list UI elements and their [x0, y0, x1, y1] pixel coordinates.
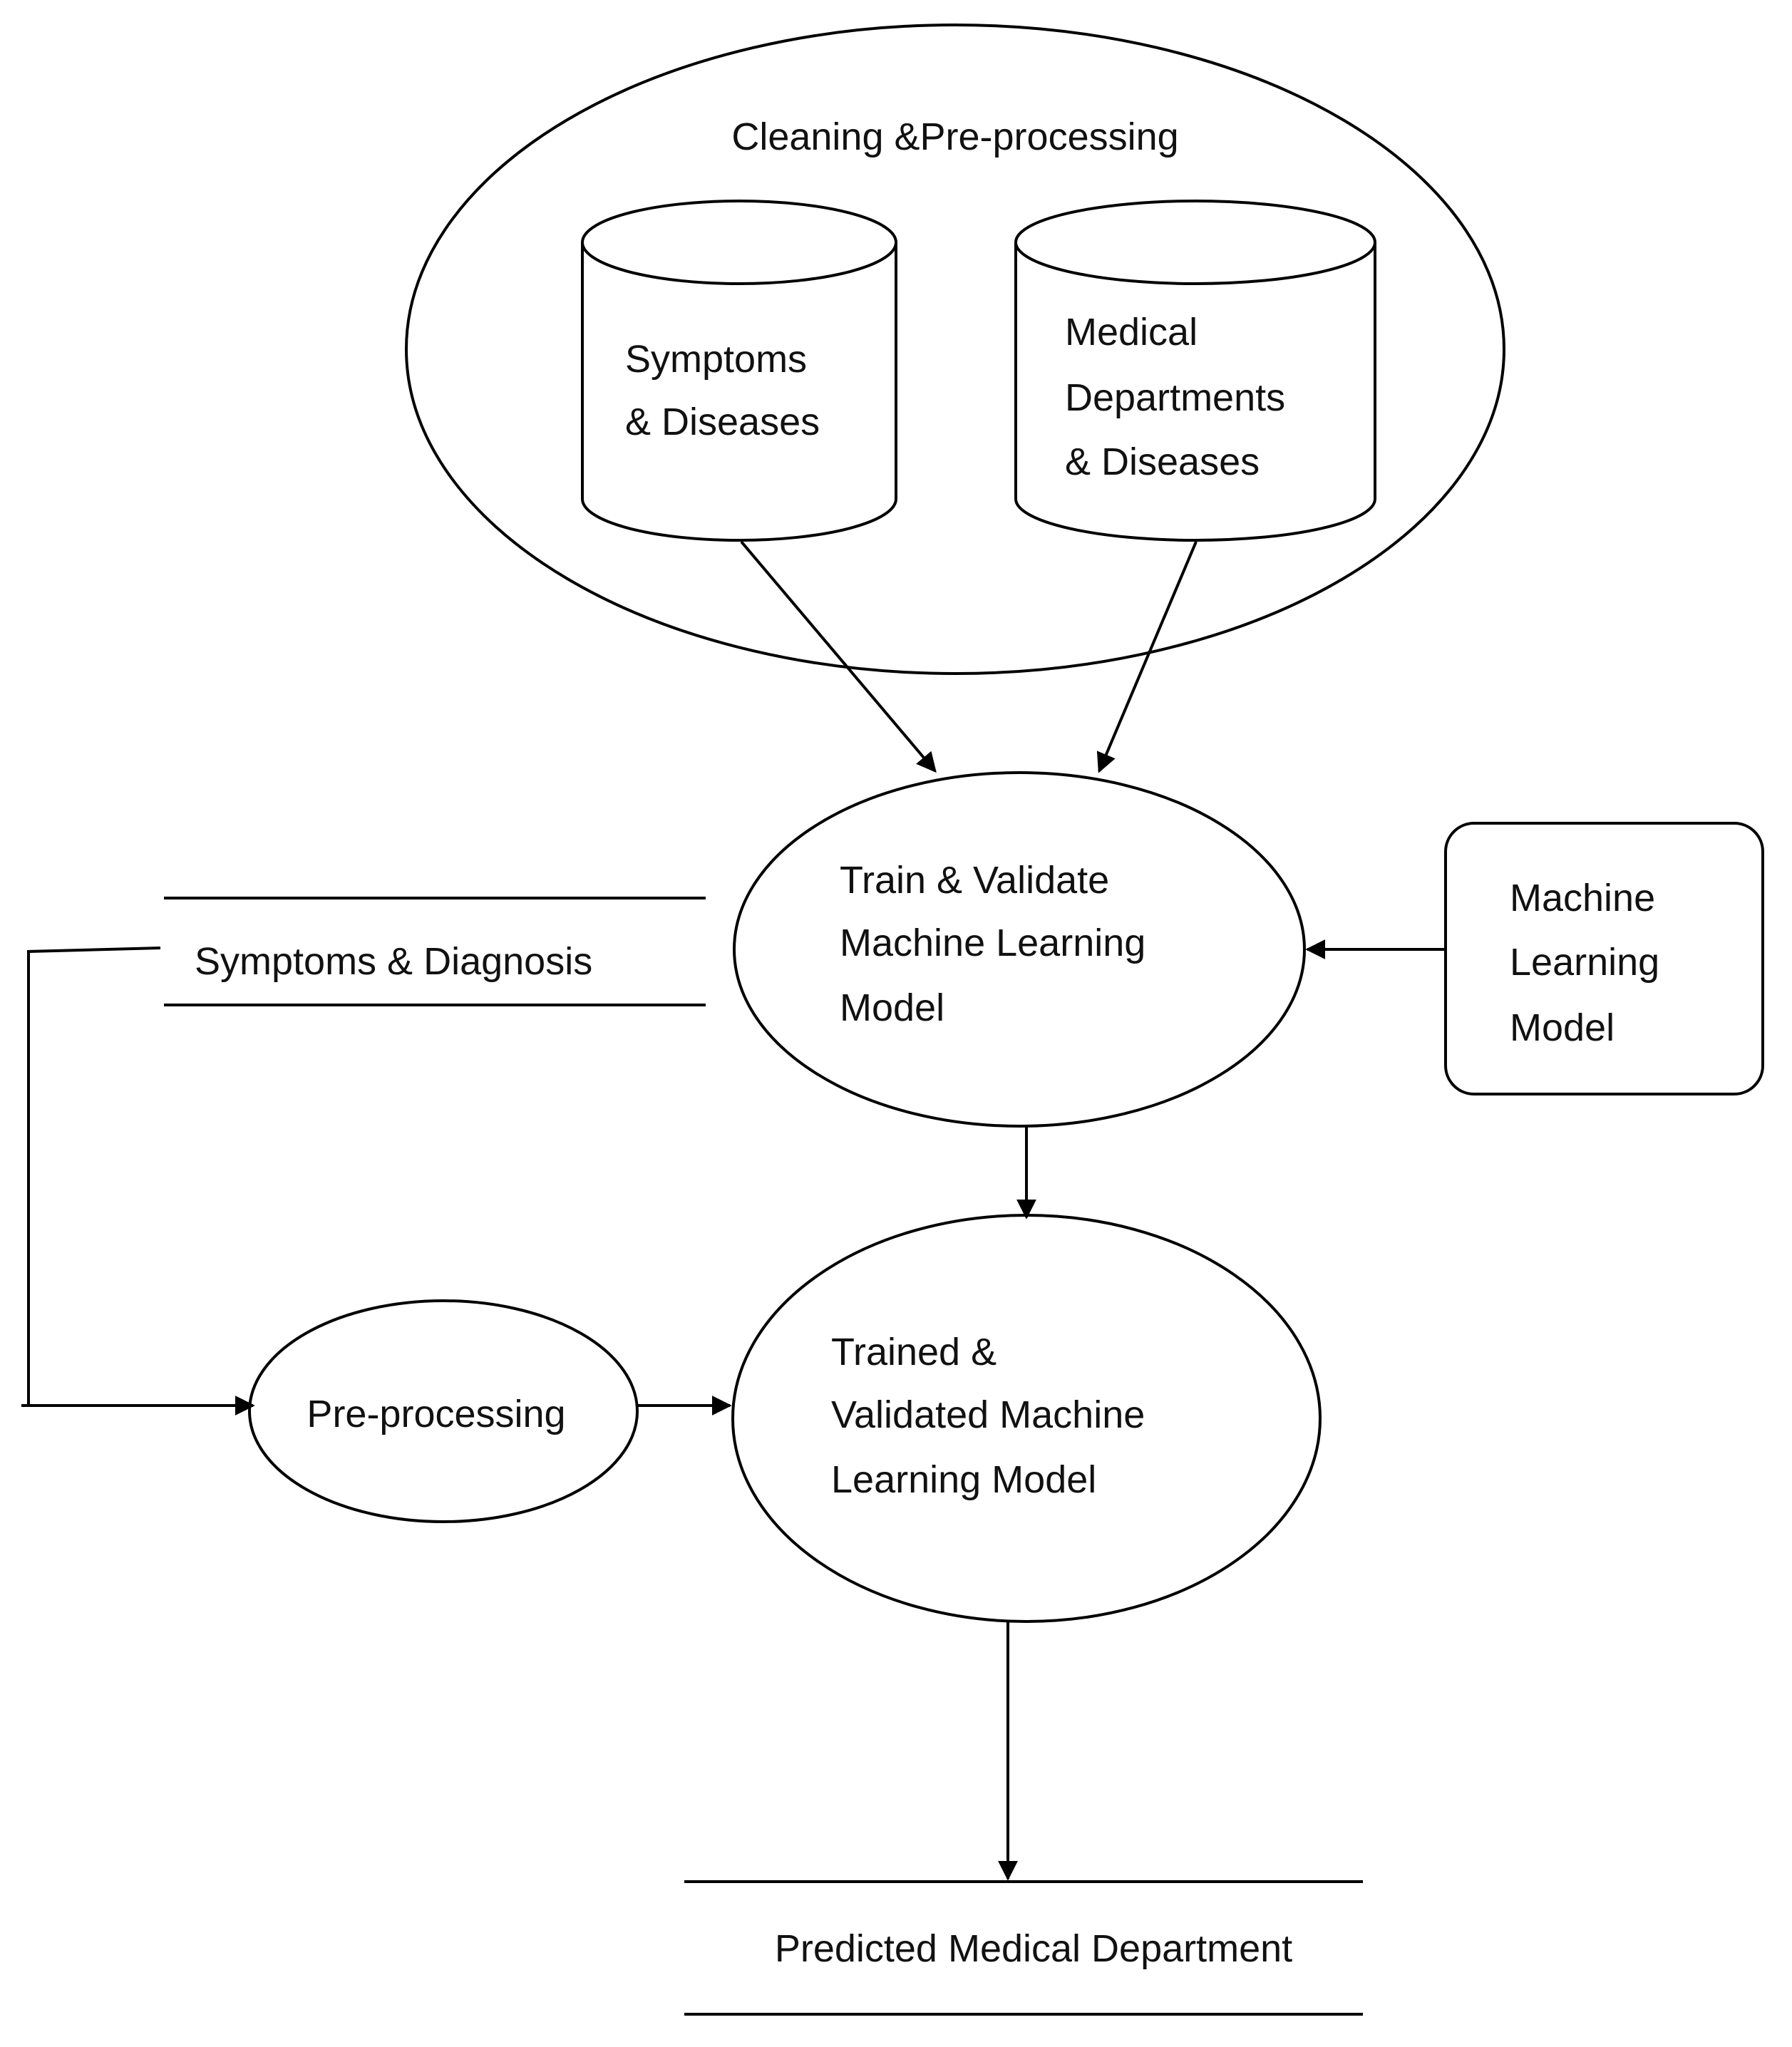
cleaning-preprocessing-label: Cleaning &Pre-processing [731, 115, 1178, 158]
predicted-department-datastore: Predicted Medical Department [684, 1880, 1363, 2016]
train-validate-label: Train & Validate Machine Learning Model [840, 859, 1156, 1029]
preprocessing-label: Pre-processing [307, 1393, 565, 1435]
symptoms-diagnosis-datastore: Symptoms & Diagnosis [164, 897, 706, 1006]
trained-validated-label: Trained & Validated Machine Learning Mod… [831, 1331, 1155, 1501]
machine-learning-model-label: Machine Learning Model [1510, 877, 1670, 1049]
cleaning-preprocessing-ellipse [405, 24, 1505, 675]
preprocessing-process: Pre-processing [248, 1299, 639, 1523]
arrow-departments-db-to-train [1096, 541, 1198, 773]
medical-departments-database: Medical Departments & Diseases [1014, 200, 1376, 542]
symptoms-diseases-label: Symptoms & Diseases [625, 338, 820, 443]
symptoms-diseases-database: Symptoms & Diseases [581, 200, 897, 542]
arrow-symptoms-db-to-train [740, 540, 937, 773]
machine-learning-model-entity: Machine Learning Model [1444, 822, 1764, 1095]
cleaning-preprocessing-group: Cleaning &Pre-processing [405, 24, 1505, 675]
symptoms-diseases-cylinder-body [581, 242, 897, 542]
machine-learning-model-box [1444, 822, 1764, 1095]
medical-departments-cylinder-top [1014, 200, 1376, 285]
medical-departments-label: Medical Departments & Diseases [1065, 311, 1296, 483]
train-validate-ellipse [733, 771, 1306, 1128]
medical-departments-cylinder-body [1014, 242, 1376, 542]
trained-validated-model: Trained & Validated Machine Learning Mod… [731, 1214, 1322, 1623]
predicted-department-label: Predicted Medical Department [775, 1927, 1292, 1970]
symptoms-diseases-cylinder-top [581, 200, 897, 285]
symptoms-diagnosis-label: Symptoms & Diagnosis [195, 940, 592, 983]
preprocessing-ellipse [248, 1299, 639, 1523]
connector-diagnosis-to-preprocessing [27, 947, 255, 1416]
train-validate-process: Train & Validate Machine Learning Model [733, 771, 1306, 1128]
trained-validated-ellipse [731, 1214, 1322, 1623]
